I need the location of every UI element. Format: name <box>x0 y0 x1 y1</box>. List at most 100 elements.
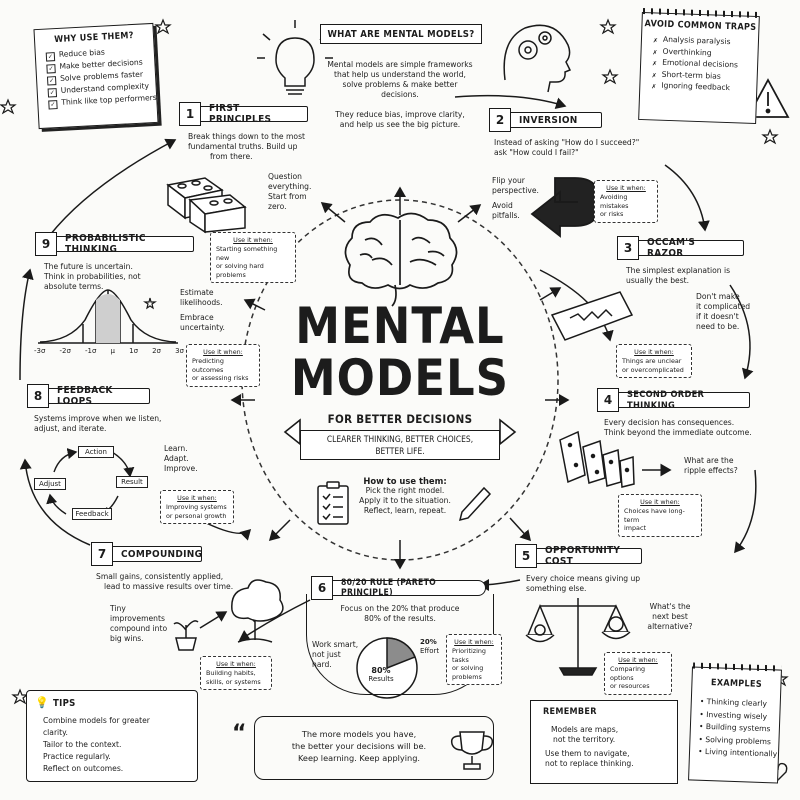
axis-tick: μ <box>110 347 116 355</box>
head-gears-icon <box>503 24 572 93</box>
how-to-use: How to use them: Pick the right model.Ap… <box>359 476 451 515</box>
model-7-number: 7 <box>91 542 113 566</box>
traps-list: ✗Analysis paralysis ✗Overthinking ✗Emoti… <box>650 33 758 94</box>
arrow-center-lr <box>509 517 532 542</box>
model-7-description: Small gains, consistently applied,lead t… <box>96 572 234 591</box>
center-tagline: CLEARER THINKING, BETTER CHOICES,BETTER … <box>300 430 500 460</box>
title-line-2: MODELS <box>290 349 510 407</box>
tips-list: Combine models for greater clarity. Tail… <box>43 715 173 775</box>
model-9-banner: 9 PROBABILISTIC THINKING <box>35 232 194 256</box>
model-1-banner: 1 FIRST PRINCIPLES <box>179 102 308 126</box>
pencil-icon <box>458 486 492 522</box>
arrow-9-to-1 <box>49 138 177 236</box>
model-9-description: The future is uncertain.Think in probabi… <box>44 262 141 291</box>
axis-tick: 2σ <box>152 347 161 355</box>
model-9-number: 9 <box>35 232 57 256</box>
why-title: WHY USE THEM? <box>53 30 135 46</box>
arrow-4-to-5 <box>734 469 757 554</box>
axis-tick: -2σ <box>59 347 71 355</box>
model-8-number: 8 <box>27 384 49 408</box>
remember-note: REMEMBER Models are maps,not the territo… <box>530 700 678 784</box>
examples-list: • Thinking clearly • Investing wisely • … <box>698 696 784 761</box>
tips-note: 💡 TIPS Combine models for greater clarit… <box>26 690 198 782</box>
model-2-description: Instead of asking "How do I succeed?"ask… <box>494 138 640 157</box>
model-8-description: Systems improve when we listen,adjust, a… <box>34 414 162 433</box>
model-3-number: 3 <box>617 236 639 260</box>
list-item: • Living intentionally <box>697 746 778 759</box>
list-item: ✗Ignoring feedback <box>651 80 731 93</box>
model-3-title: OCCAM'S RAZOR <box>647 237 696 259</box>
model-9-title: PROBABILISTIC THINKING <box>65 233 146 255</box>
arrow-center-ul <box>320 202 346 223</box>
center-subtitle: FOR BETTER DECISIONS <box>327 412 473 426</box>
lightbulb-icon <box>257 20 333 95</box>
why-list: ✓Reduce bias ✓Make better decisions ✓Sol… <box>45 44 157 110</box>
quote-box <box>254 716 494 780</box>
balance-scale-icon <box>525 598 631 676</box>
tips-title: TIPS <box>53 698 76 709</box>
remember-text: Models are maps,not the territory. Use t… <box>545 725 634 768</box>
model-6-title: 80/20 RULE (PARETO PRINCIPLE) <box>341 578 437 598</box>
model-1-number: 1 <box>179 102 201 126</box>
what-title: WHAT ARE MENTAL MODELS? <box>327 28 475 40</box>
what-banner: WHAT ARE MENTAL MODELS? <box>320 24 482 44</box>
list-item: Practice regularly. <box>43 752 111 761</box>
pie-label-results: 80%Results <box>368 666 394 683</box>
loop-node-adjust: Adjust <box>34 478 66 490</box>
arrow-6-to-7 <box>238 599 311 641</box>
pareto-pie-chart <box>356 637 418 699</box>
model-4-description: Every decision has consequences.Think be… <box>604 418 752 437</box>
axis-tick: -3σ <box>34 347 46 355</box>
list-item: Combine models for greater clarity. <box>43 716 150 737</box>
tips-bulb-icon: 💡 <box>35 696 49 709</box>
model-4-number: 4 <box>597 388 619 412</box>
model-2-title: INVERSION <box>519 114 578 126</box>
model-4-banner: 4 SECOND ORDER THINKING <box>597 388 750 412</box>
trophy-icon <box>450 731 494 770</box>
axis-tick: 1σ <box>129 347 138 355</box>
model-2-banner: 2 INVERSION <box>489 108 602 132</box>
model-4-title: SECOND ORDER THINKING <box>627 389 705 411</box>
arrow-center-ll <box>268 519 291 542</box>
dominoes-icon <box>559 430 635 488</box>
arrow-8-to-9 <box>19 268 34 381</box>
model-3-banner: 3 OCCAM'S RAZOR <box>617 236 744 260</box>
loop-node-feedback: Feedback <box>72 508 112 520</box>
arrow-5-to-6 <box>478 578 521 591</box>
quote-text: The more models you have,the better your… <box>291 729 427 763</box>
traps-note: AVOID COMMON TRAPS ✗Analysis paralysis ✗… <box>638 8 760 125</box>
axis-tick: -1σ <box>85 347 97 355</box>
model-7-title: COMPOUNDING <box>121 548 203 560</box>
building-blocks-icon <box>166 177 247 234</box>
decorative-stars <box>0 18 789 705</box>
examples-title: EXAMPLES <box>710 678 763 690</box>
arrow-center-lu <box>243 298 266 311</box>
bell-curve-chart <box>38 289 178 344</box>
model-5-title: OPPORTUNITY COST <box>545 545 621 567</box>
model-8-title: FEEDBACK LOOPS <box>57 385 113 407</box>
model-7-banner: 7 COMPOUNDING <box>91 542 203 566</box>
bell-curve-axis-labels: -3σ -2σ -1σ μ 1σ 2σ 3σ <box>34 346 184 356</box>
axis-tick: 3σ <box>175 347 184 355</box>
razor-blade-icon <box>550 291 634 341</box>
model-1-title: FIRST PRINCIPLES <box>209 103 272 125</box>
quote-mark-icon: “ <box>232 721 247 746</box>
center-title: MENTAL MODELS <box>290 300 510 404</box>
loop-node-action: Action <box>78 446 114 458</box>
list-item: Tailor to the context. <box>43 740 122 749</box>
examples-note: EXAMPLES • Thinking clearly • Investing … <box>688 662 784 784</box>
